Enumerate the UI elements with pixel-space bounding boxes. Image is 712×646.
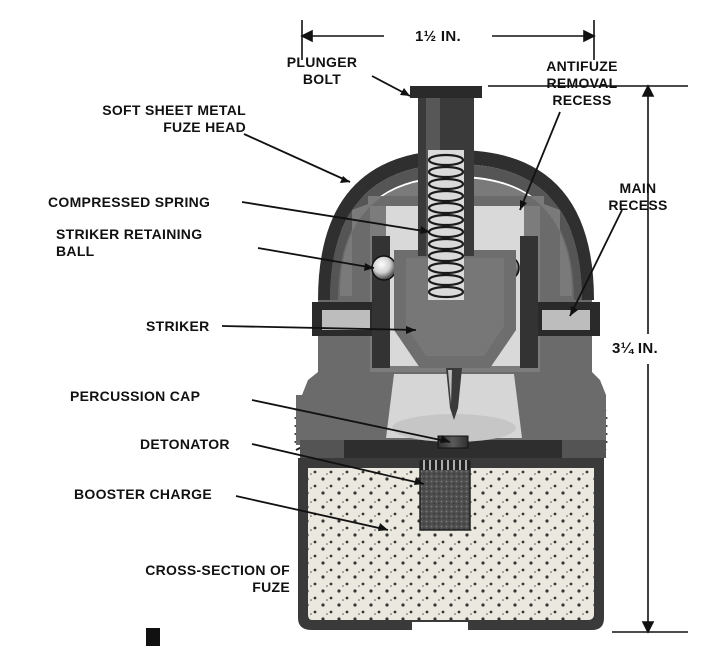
striker-label: STRIKER	[146, 318, 210, 334]
plunger-bolt-label: PLUNGER BOLT	[286, 54, 358, 87]
height-dimension-label: 3¼ IN.	[608, 340, 662, 357]
compressed-spring-label: COMPRESSED SPRING	[48, 194, 211, 210]
antifuze-removal-recess-label: ANTIFUZE REMOVAL RECESS	[546, 58, 618, 108]
leader-lines	[221, 75, 623, 531]
detonator-label: DETONATOR	[140, 436, 230, 452]
main-recess-label: MAIN RECESS	[608, 180, 668, 213]
figure-caption: CROSS-SECTION OF FUZE	[145, 562, 290, 595]
width-dimension-label: 1½ IN.	[415, 28, 461, 45]
booster-charge-label: BOOSTER CHARGE	[74, 486, 212, 502]
compressed-spring	[427, 153, 465, 299]
percussion-cap-label: PERCUSSION CAP	[70, 388, 201, 404]
registration-mark	[146, 628, 160, 646]
fuze-head-label: SOFT SHEET METAL FUZE HEAD	[102, 102, 246, 135]
detonator	[419, 460, 471, 531]
dimension-lines	[300, 20, 688, 634]
leader-arrowheads	[340, 88, 578, 531]
striker-retaining-ball-label: STRIKER RETAINING BALL	[56, 226, 203, 259]
